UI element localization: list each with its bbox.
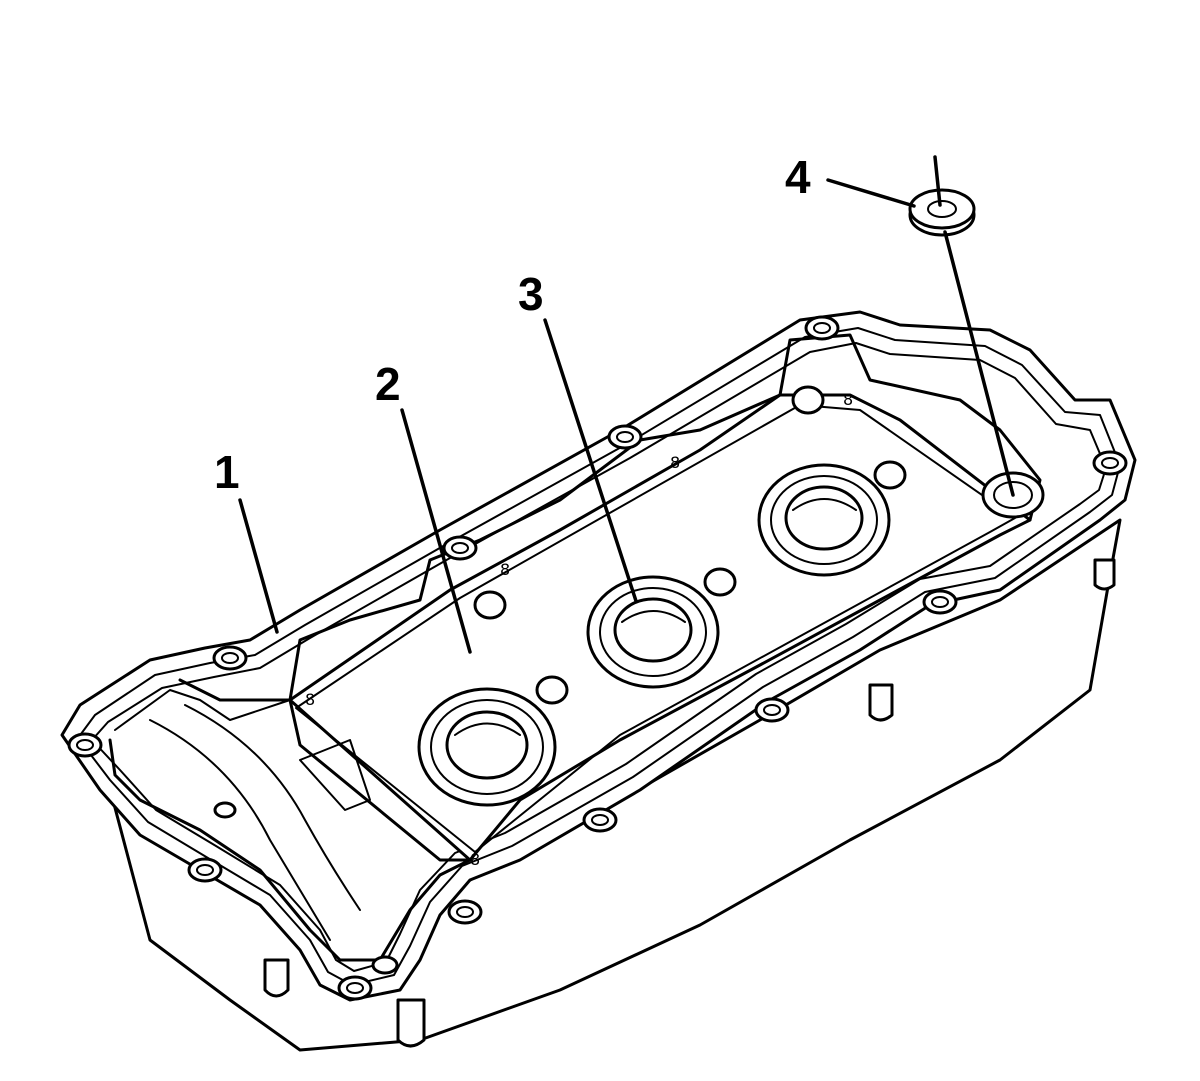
- callout-1: 1: [214, 446, 240, 498]
- tube-seal-front: [417, 675, 569, 807]
- bolt-hole: [67, 732, 103, 758]
- casting-mark: 8: [500, 560, 510, 579]
- leader-line-2: [400, 408, 472, 654]
- baffle-slot: [299, 739, 371, 811]
- bolt-holes: [67, 315, 1128, 1001]
- leader-line-1: [238, 498, 279, 634]
- bolt-hole: [447, 899, 483, 925]
- casting-mark: 8: [305, 690, 315, 709]
- bottom-post-d: [868, 683, 894, 722]
- baffle-edge: [288, 698, 472, 862]
- baffle-curve-1: [149, 719, 331, 941]
- bolt-hole: [1092, 450, 1128, 476]
- gasket-groove-outer: [77, 327, 1121, 986]
- leader-line-4-axis-top: [933, 155, 942, 207]
- bolt-hole: [922, 589, 958, 615]
- bolt-hole: [607, 424, 643, 450]
- callout-2: 2: [375, 358, 401, 410]
- leader-line-4: [826, 178, 916, 208]
- bolt-hole: [213, 801, 237, 819]
- bottom-post-a: [396, 998, 426, 1048]
- bolt-hole: [187, 857, 223, 883]
- inner-wall-left: [108, 738, 472, 962]
- leader-line-3: [543, 318, 638, 603]
- boss: [473, 590, 507, 620]
- bottom-post-c: [1093, 558, 1116, 591]
- bolt-hole: [212, 645, 248, 671]
- callout-3: 3: [518, 268, 544, 320]
- tube-seal-rear: [757, 460, 907, 577]
- boss: [791, 385, 825, 415]
- item-4-seal: [908, 188, 976, 237]
- inner-wall-left-top: [114, 689, 291, 731]
- leader-line-4-axis-bottom: [943, 230, 1015, 497]
- bottom-post-b: [263, 958, 290, 998]
- tube-seals: 8 8 8 8 8: [305, 385, 907, 869]
- tube-seal-middle: [586, 567, 737, 689]
- bolt-hole: [582, 807, 618, 833]
- leader-lines: [238, 155, 1015, 654]
- casting-mark: 8: [670, 453, 680, 472]
- bolt-hole: [442, 535, 478, 561]
- baffle-curve-2: [184, 704, 361, 911]
- callout-4: 4: [785, 151, 811, 203]
- bolt-hole: [371, 955, 399, 975]
- bolt-hole: [337, 975, 373, 1001]
- valve-cover: [60, 310, 1137, 1052]
- casting-mark: 8: [470, 850, 480, 869]
- bolt-hole: [754, 697, 790, 723]
- casting-mark: 8: [843, 390, 853, 409]
- bolt-hole: [804, 315, 840, 341]
- inner-wall-right: [778, 333, 1042, 522]
